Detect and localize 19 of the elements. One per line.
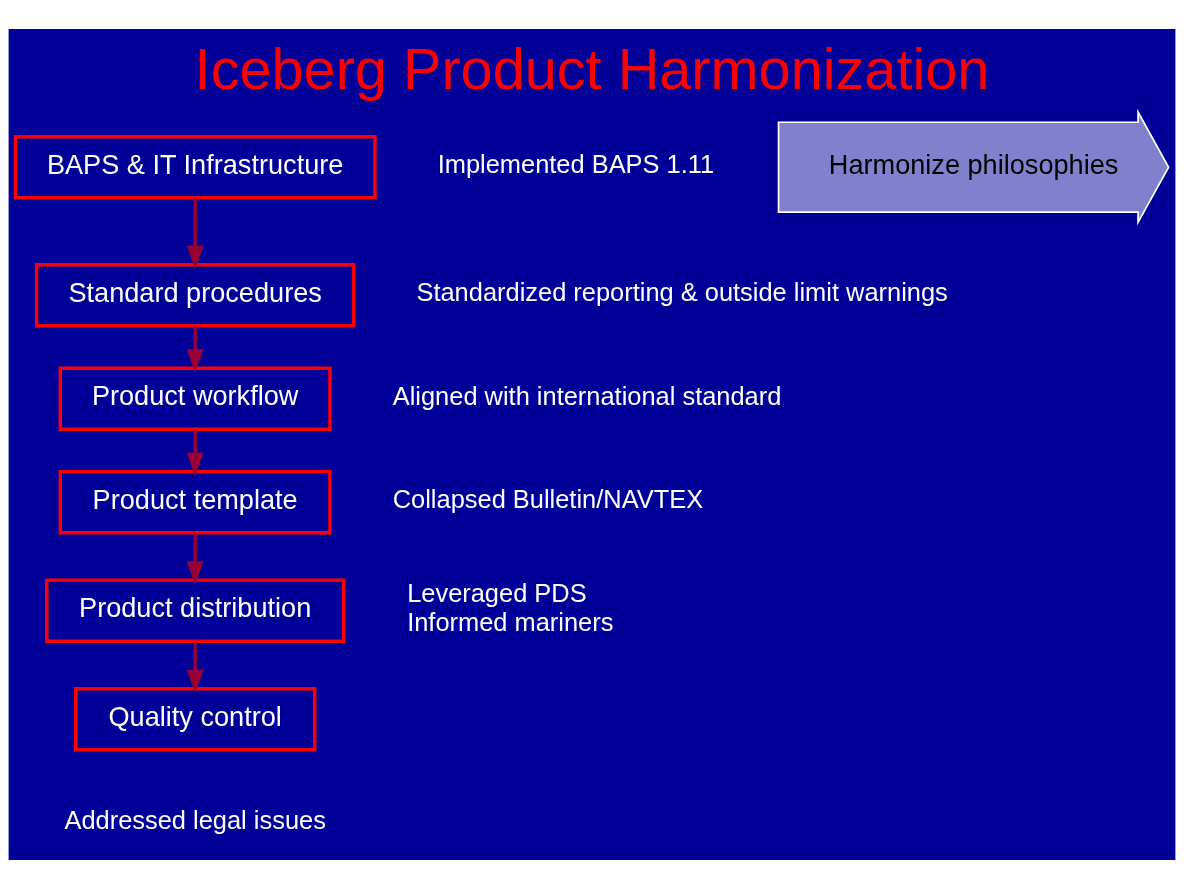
node-box: Quality control bbox=[73, 686, 317, 751]
node-box: Product workflow bbox=[58, 366, 332, 431]
arrow bbox=[186, 197, 204, 269]
node-box: BAPS & IT Infrastructure bbox=[13, 134, 377, 199]
node-label: Informed mariners bbox=[407, 607, 614, 636]
node-label: Leveraged PDS bbox=[407, 578, 587, 607]
node-box: Product template bbox=[58, 469, 332, 534]
arrow bbox=[186, 325, 204, 373]
node-box: Product distribution bbox=[45, 577, 346, 643]
arrow bbox=[186, 641, 204, 694]
arrow bbox=[186, 428, 204, 476]
node-label: Implemented BAPS 1.11 bbox=[437, 149, 715, 178]
node-label: Collapsed Bulletin/NAVTEX bbox=[392, 484, 704, 513]
label: Addressed legal issues bbox=[64, 805, 326, 834]
node-box: Standard procedures bbox=[34, 262, 356, 327]
arrow bbox=[186, 532, 204, 585]
diagram-title: Iceberg Product Harmonization bbox=[194, 36, 990, 101]
node-label: Aligned with international standard bbox=[392, 381, 782, 410]
node-label: Standardized reporting & outside limit warnings bbox=[416, 277, 948, 306]
